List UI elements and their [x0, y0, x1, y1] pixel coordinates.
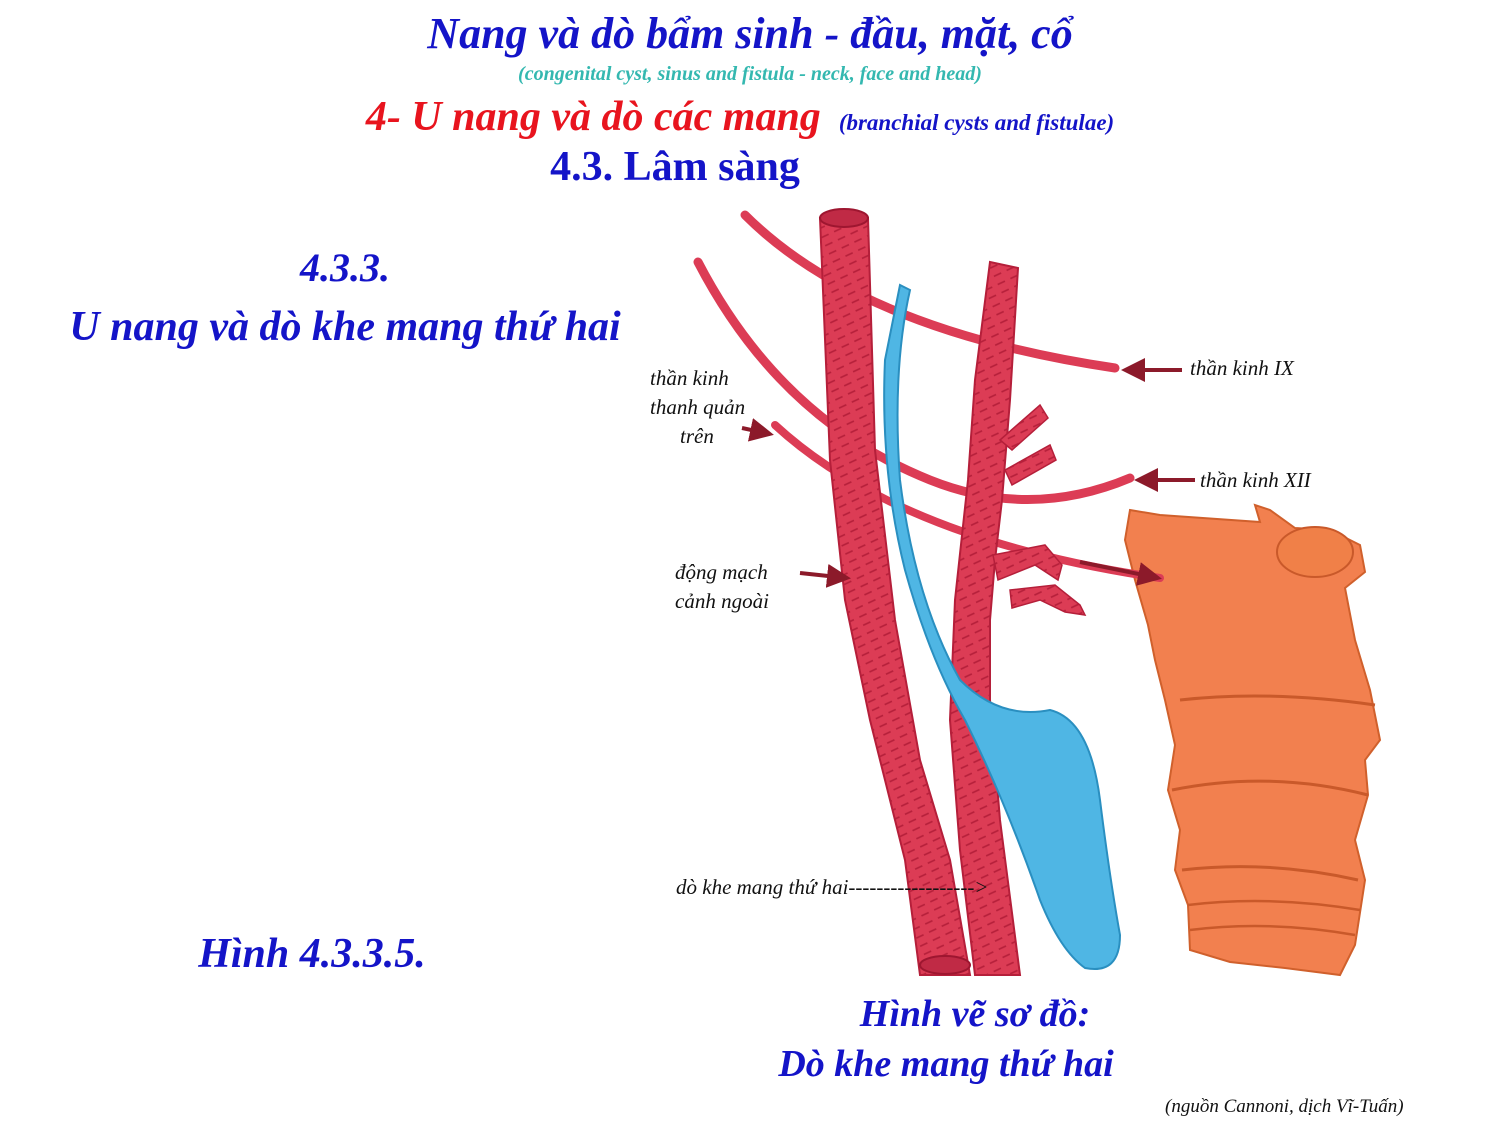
subsection-number: 4.3.3.: [300, 245, 390, 290]
label-arrows: [741, 358, 1195, 588]
label-nerve-xii: thần kinh XII: [1200, 468, 1311, 492]
nerve-xii: [693, 257, 1135, 504]
label-line: động mạch: [675, 560, 768, 584]
larynx: [1123, 503, 1382, 977]
nerves: [693, 210, 1164, 582]
label-line: thanh quản: [650, 395, 746, 419]
label-fistula: dò khe mang thứ hai------------------>: [676, 875, 989, 899]
label-line: cảnh ngoài: [675, 589, 769, 613]
label-line: trên: [680, 424, 714, 448]
external-carotid-artery: [948, 260, 1087, 976]
arrow-external-carotid: [799, 563, 851, 588]
subsection-title: U nang và dò khe mang thứ hai: [69, 304, 621, 350]
nerve-ix: [740, 210, 1120, 373]
figure-caption-line1: Hình vẽ sơ đồ:: [859, 993, 1091, 1035]
arrow-larynx: [1079, 560, 1162, 586]
section-heading-english: (branchial cysts and fistulae): [838, 110, 1115, 135]
page-subtitle: (congenital cyst, sinus and fistula - ne…: [518, 63, 982, 85]
figure-number: Hình 4.3.3.5.: [198, 931, 426, 977]
section-title: 4.3. Lâm sàng: [550, 144, 800, 190]
branchial-fistula: [883, 283, 1122, 970]
label-superior-laryngeal-nerve: thần kinh thanh quản trên: [650, 364, 745, 451]
heading-row: 4- U nang và dò các mang (branchial cyst…: [366, 93, 1114, 141]
common-carotid-artery: [818, 208, 972, 976]
figure-caption-line2: Dò khe mang thứ hai: [778, 1043, 1114, 1085]
label-line: thần kinh: [650, 366, 729, 390]
page-title: Nang và dò bẩm sinh - đầu, mặt, cổ: [427, 9, 1073, 58]
label-external-carotid: động mạch cảnh ngoài: [675, 558, 769, 616]
arrow-superior-laryngeal: [741, 418, 774, 442]
figure-source: (nguồn Cannoni, dịch Vĩ-Tuấn): [1165, 1096, 1404, 1117]
section-heading: 4- U nang và dò các mang: [365, 94, 821, 140]
label-nerve-ix: thần kinh IX: [1190, 356, 1294, 380]
